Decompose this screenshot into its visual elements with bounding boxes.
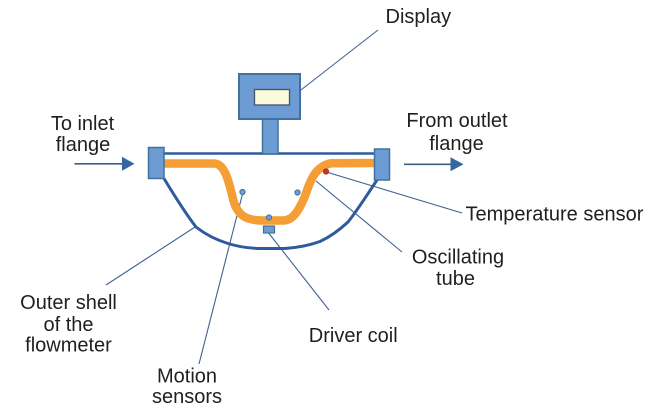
- svg-text:flange: flange: [56, 134, 111, 156]
- svg-text:flowmeter: flowmeter: [25, 335, 112, 357]
- svg-text:Outer shell: Outer shell: [20, 292, 117, 314]
- svg-text:Display: Display: [386, 6, 452, 28]
- svg-text:Motion: Motion: [157, 366, 217, 388]
- svg-text:tube: tube: [436, 268, 475, 290]
- svg-text:Temperature sensor: Temperature sensor: [466, 204, 644, 226]
- svg-text:Driver coil: Driver coil: [309, 325, 398, 347]
- svg-text:of the: of the: [43, 314, 93, 336]
- svg-text:flange: flange: [429, 133, 484, 155]
- svg-text:Oscillating: Oscillating: [412, 246, 504, 268]
- svg-text:From outlet: From outlet: [406, 110, 508, 132]
- svg-text:To inlet: To inlet: [51, 113, 115, 135]
- svg-text:sensors: sensors: [152, 386, 222, 408]
